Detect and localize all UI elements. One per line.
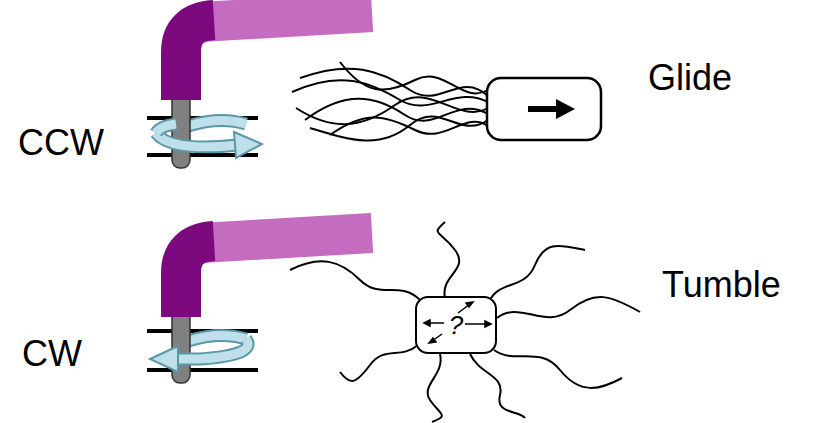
direction-arrow	[528, 106, 560, 112]
cell-fill	[415, 296, 497, 354]
flagella-splayed	[290, 222, 640, 422]
rotation-label: CW	[22, 336, 82, 372]
rotation-label: CCW	[18, 125, 104, 161]
rotation-arrow	[156, 124, 176, 133]
rotation-arrow	[156, 124, 176, 133]
flagellum	[497, 297, 640, 318]
flagellum-filament	[200, 233, 372, 243]
rotation-arrow	[188, 335, 246, 341]
rotation-arrow	[175, 339, 248, 359]
arrow-head	[150, 346, 178, 372]
flagellum	[340, 345, 418, 381]
flagellum	[494, 350, 622, 388]
arrow-head	[429, 338, 436, 343]
flagellum	[290, 261, 420, 300]
behavior-label: Glide	[648, 60, 732, 96]
random-direction-arrows	[424, 302, 491, 343]
arrow-head	[556, 99, 575, 119]
flagellum	[438, 222, 460, 298]
flagellum	[310, 116, 488, 140]
bacterial-cell	[487, 78, 601, 140]
flagellum	[340, 62, 488, 93]
flagellar-hook	[181, 241, 214, 317]
flagellum-filament	[200, 12, 372, 22]
flagellum	[305, 99, 488, 121]
flagellum	[428, 354, 442, 422]
arrow-head	[424, 320, 430, 326]
flagellar-motor	[147, 12, 372, 168]
arrow-head	[485, 321, 491, 327]
bacterial-cell: ?	[415, 296, 497, 354]
flagellum	[490, 246, 585, 300]
cell-symbol: ?	[449, 312, 463, 338]
flagellar-hook	[181, 20, 214, 100]
rotation-arrow	[188, 120, 246, 126]
rotation-arrow	[156, 133, 238, 147]
flagellum	[330, 118, 488, 136]
flagellum	[470, 354, 525, 418]
flagellar-motor	[147, 233, 372, 383]
flagella-bundle	[292, 62, 488, 140]
rotation-arrow	[188, 335, 246, 341]
flagellum	[292, 80, 488, 105]
membrane-line	[147, 368, 258, 372]
rotation-arrow	[156, 133, 238, 147]
arrow-head	[234, 132, 262, 158]
rotation-arrow	[175, 339, 248, 359]
behavior-label: Tumble	[662, 267, 781, 303]
rotation-arrow	[188, 120, 246, 126]
flagellum	[300, 69, 488, 96]
arrow-head	[466, 302, 473, 307]
